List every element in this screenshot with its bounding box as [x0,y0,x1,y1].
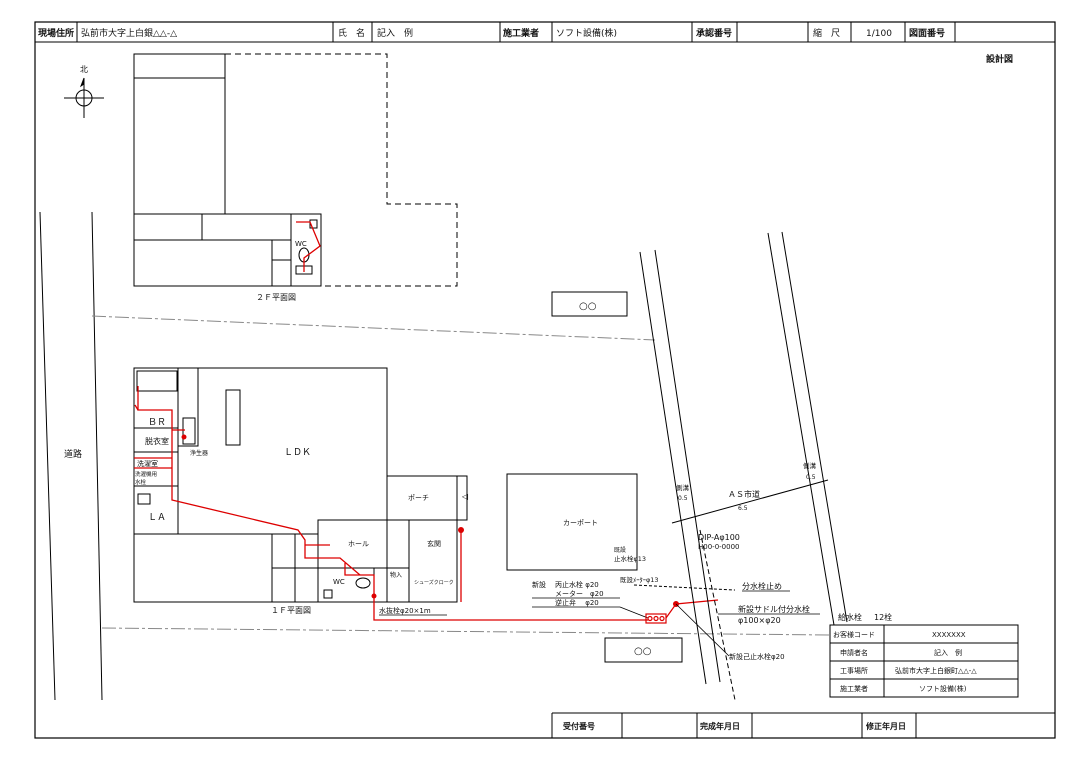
carport-label: カーポート [563,519,598,527]
floor1-faucet-note: 水抜栓φ20×1m [379,606,431,615]
meter-assembly [645,599,719,624]
floor1-ldk-label: ＬＤＫ [284,448,311,458]
sidewalk-right-dim: 0.5 [806,474,816,481]
scale-label: 縮 尺 [813,27,840,39]
floor2-plan [133,53,458,287]
main-pipe-label-1: DIP-Aφ100 [698,533,740,542]
sheet-kind: 設計図 [986,53,1013,65]
floor1-storage-label: 物入 [390,571,402,579]
info-row-2-value: 記入 例 [934,648,962,657]
existing-valve-label-1: 既設 [614,546,626,554]
floor1-porch-mark: ◁ [461,492,468,501]
info-row-4-value: ソフト設備(株) [919,684,967,693]
north-label: 北 [80,65,88,74]
floor2-caption: ２Ｆ平面図 [256,293,296,302]
info-row-1-label: お客様コード [833,630,875,639]
info-row-2-label: 申請者名 [840,648,868,657]
new-stop-valve-leader [675,603,730,657]
info-row-1-value: XXXXXXX [932,631,966,639]
title-block-header [35,22,1055,43]
road-lines [39,211,103,701]
sidewalk-left-dim: 0.5 [678,495,688,502]
new-saddle-label-1: 新設サドル付分水栓 [738,604,810,614]
name-label: 氏 名 [338,27,365,39]
contractor-label: 施工業者 [503,27,539,39]
lot-boundary [91,315,831,636]
sidewalk-left-label: 側溝 [676,483,690,492]
existing-valve-label-2: 止水栓φ13 [614,554,646,563]
floor1-piping [134,386,648,621]
street-lines [639,231,848,685]
floor1-entrance-label: 玄関 [427,539,441,548]
floor1-laundry-tap-label-2: 水栓 [135,478,147,486]
reception-number-label: 受付番号 [563,721,595,731]
info-row-3-label: 工事場所 [840,666,868,675]
floor1-plan [133,367,468,603]
floor2-wc-label: WC [295,240,307,248]
scale-value: 1/100 [866,29,892,39]
sidewalk-right-label: 側溝 [803,461,817,470]
existing-pipe [633,529,736,701]
main-pipe-label-2: H00-0-0000 [698,543,740,551]
road-label: 道路 [64,448,82,460]
faucet-count-label: 給水栓 [838,612,862,622]
neighbor-bottom-box [604,637,683,663]
meter-line-1: 丙止水栓 φ20 [555,580,599,589]
name-value: 記入 例 [377,27,413,39]
footer-block [551,712,1055,738]
completion-date-label: 完成年月日 [700,721,740,731]
meter-line-3: 逆止弁 φ20 [555,598,599,607]
carport-box [506,473,638,571]
north-arrow [64,77,104,118]
new-saddle-label-2: φ100×φ20 [738,616,781,625]
meter-leader [619,606,649,619]
floor1-laundry-tap-label: 洗濯機用 [135,470,157,478]
floor1-br-label: ＢＲ [148,418,166,428]
floor1-wc-label: WC [333,578,345,586]
meter-line-2: メーター φ20 [555,589,604,598]
existing-pipe-label: 既設ﾒｰﾀｰφ13 [620,575,659,584]
info-row-3-value: 弘前市大字上白銀町△△-△ [895,666,977,675]
floor1-la-label: ＬＡ [148,513,166,523]
site-label: 現場住所 [38,27,74,39]
drawing-number-label: 図面番号 [909,27,945,39]
floor1-dressing-label: 脱衣室 [145,436,169,446]
site-value: 弘前市大字上白銀△△-△ [81,27,177,39]
sheet-frame [34,21,1056,739]
meter-new-label: 新設 [532,580,546,589]
neighbor-top-box [551,291,628,317]
approval-label: 承認番号 [696,27,732,39]
faucet-count-value: 12栓 [874,612,892,622]
floor2-piping [296,221,321,272]
floor1-hall-label: ホール [348,540,369,548]
branch-stop-label: 分水栓止め [742,581,782,591]
info-table [829,624,1019,698]
floor1-water-heater-label: 浄生器 [190,449,208,457]
info-row-4-label: 施工業者 [840,684,868,693]
floor1-laundry-label: 洗濯室 [137,459,158,468]
floor1-porch-label: ポーチ [408,494,429,502]
floor1-caption: １Ｆ平面図 [271,606,311,615]
floor1-shoe-closet-label: シューズクローク [414,579,454,586]
neighbor-top-label: ○○ [579,301,596,312]
road-name: ＡＳ市道 [728,489,760,499]
new-stop-valve-label: 新設己止水栓φ20 [729,652,785,661]
contractor-value: ソフト設備(株) [556,27,617,39]
road-width: 6.5 [738,505,748,512]
revision-date-label: 修正年月日 [865,721,906,731]
neighbor-bottom-label: ○○ [634,646,651,657]
floor1-fixtures [181,434,464,599]
